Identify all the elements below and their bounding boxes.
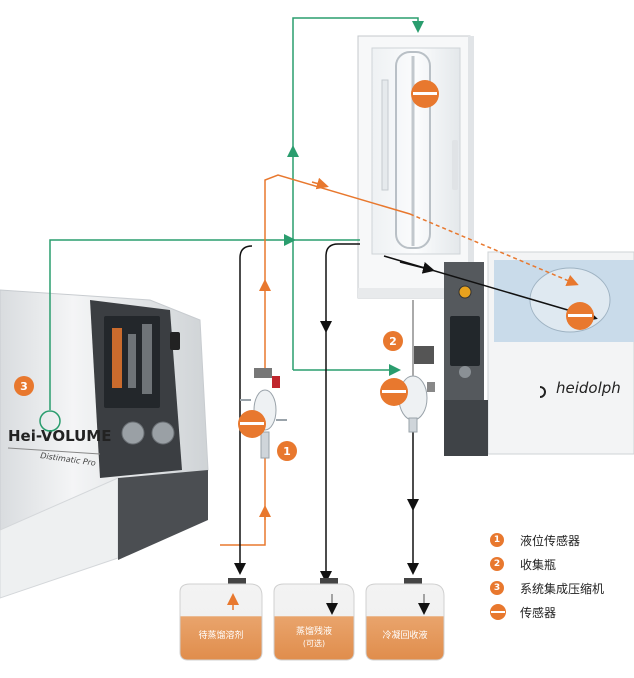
- rotavap-knob[interactable]: [459, 366, 471, 378]
- legend-label: 系统集成压缩机: [520, 581, 605, 596]
- knob-right[interactable]: [151, 421, 175, 445]
- sensor-collector: [380, 378, 408, 406]
- legend-item-collector: 2 收集瓶: [490, 552, 630, 576]
- jerrycan-residue-note: (可选): [303, 638, 325, 648]
- emergency-stop[interactable]: [458, 285, 472, 299]
- badge-3: 3: [14, 376, 34, 396]
- legend-label: 传感器: [520, 605, 557, 620]
- brand-label: Hei-VOLUME: [8, 427, 111, 445]
- sensor-icon: [490, 604, 506, 620]
- green-line-compressor: [49, 234, 296, 410]
- hei-volume-machine: Hei-VOLUME Distimatic Pro: [0, 289, 209, 599]
- jerrycan-residue: 蒸馏残液 (可选): [273, 578, 355, 661]
- legend-item-level-sensor: 1 液位传感器: [490, 528, 630, 552]
- rotavap-brand: heidolph: [556, 379, 621, 397]
- sensor-level: [238, 410, 266, 438]
- svg-text:1: 1: [283, 445, 291, 458]
- compressor-port: [39, 410, 61, 432]
- sensor-tower: [411, 80, 439, 108]
- legend-marker-3: 3: [490, 581, 504, 595]
- flow-lines: [39, 17, 598, 583]
- condenser-tower: [357, 35, 474, 299]
- knob-left[interactable]: [121, 421, 145, 445]
- legend-marker-2: 2: [490, 557, 504, 571]
- jerrycan-feed: 待蒸馏溶剂: [179, 578, 263, 661]
- badge-2: 2: [383, 331, 403, 351]
- legend: 1 液位传感器 2 收集瓶 3 系统集成压缩机 传感器: [490, 528, 630, 624]
- legend-marker-1: 1: [490, 533, 504, 547]
- legend-item-compressor: 3 系统集成压缩机: [490, 576, 630, 600]
- svg-text:3: 3: [20, 380, 28, 393]
- rotary-evaporator: heidolph: [444, 251, 634, 456]
- jerrycan-condensate: 冷凝回收液: [365, 578, 445, 661]
- jerrycan-feed-label: 待蒸馏溶剂: [198, 629, 243, 641]
- jerrycan-residue-label: 蒸馏残液: [296, 625, 332, 637]
- legend-label: 收集瓶: [520, 557, 557, 572]
- black-line-residue: [325, 243, 360, 580]
- green-line-top: [292, 17, 424, 370]
- legend-item-sensor: 传感器: [490, 600, 630, 624]
- sensor-rotavap: [566, 302, 594, 330]
- rotavap-screen: [450, 316, 480, 366]
- jerrycan-condensate-label: 冷凝回收液: [382, 629, 427, 641]
- orange-line-feed: [264, 174, 411, 372]
- legend-label: 液位传感器: [520, 533, 581, 548]
- svg-text:2: 2: [389, 335, 397, 348]
- badge-1: 1: [277, 441, 297, 461]
